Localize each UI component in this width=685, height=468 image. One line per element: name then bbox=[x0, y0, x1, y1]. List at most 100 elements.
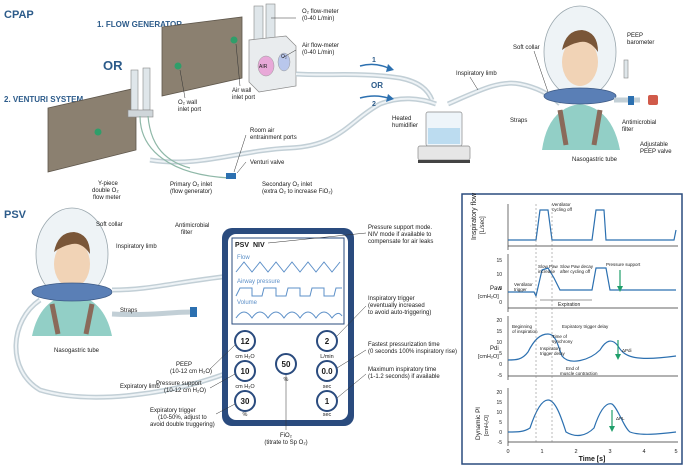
antimicrobial-filter-label-cpap: Antimicrobial bbox=[622, 120, 656, 126]
time-sync-annotation: Time of bbox=[552, 334, 568, 339]
screen-volume-wave bbox=[235, 311, 343, 319]
svg-text:[L/sec]: [L/sec] bbox=[480, 216, 486, 234]
svg-text:10: 10 bbox=[496, 272, 502, 278]
svg-text:(extra O₂ to increase FiO₂): (extra O₂ to increase FiO₂) bbox=[262, 189, 333, 195]
svg-text:1: 1 bbox=[325, 397, 330, 406]
insp-trigger-annotation: Inspiratory trigger bbox=[368, 296, 415, 302]
soft-collar-label-cpap: Soft collar bbox=[513, 45, 540, 51]
svg-text:filter: filter bbox=[622, 127, 633, 133]
peep-barometer-label: PEEP bbox=[627, 33, 643, 39]
psv-section-title: PSV bbox=[4, 209, 27, 221]
svg-text:2: 2 bbox=[372, 101, 376, 108]
svg-text:0: 0 bbox=[499, 362, 502, 368]
soft-collar-label-psv: Soft collar bbox=[96, 222, 123, 228]
knob-max-inspiratory-time[interactable]: 1 bbox=[316, 390, 338, 412]
svg-text:inlet port: inlet port bbox=[232, 95, 255, 101]
svg-text:3: 3 bbox=[608, 449, 611, 455]
slow-decay-annotation: Slow Paw decay bbox=[560, 264, 594, 269]
press-time-annotation: Fastest pressurization time bbox=[368, 342, 440, 348]
svg-text:trigger delay: trigger delay bbox=[540, 351, 566, 356]
air-wall-port-icon bbox=[230, 36, 238, 44]
svg-text:-5: -5 bbox=[498, 373, 503, 379]
svg-text:entrainment ports: entrainment ports bbox=[250, 135, 297, 141]
svg-text:10: 10 bbox=[496, 410, 502, 416]
svg-text:15: 15 bbox=[496, 329, 502, 335]
inspiratory-limb-label-psv: Inspiratory limb bbox=[116, 244, 157, 250]
or-small-label: OR bbox=[371, 81, 383, 90]
knob-pressurization-time[interactable]: 0.0 bbox=[316, 360, 338, 382]
nasogastric-label-cpap: Nasogastric tube bbox=[572, 157, 618, 163]
flow-generator-title: 1. FLOW GENERATOR bbox=[97, 20, 182, 29]
svg-text:trigger: trigger bbox=[514, 287, 527, 292]
knob-expiratory-trigger[interactable]: 30 bbox=[234, 390, 256, 412]
waveform-panel bbox=[461, 193, 683, 465]
antimicrobial-filter-icon-cpap bbox=[628, 96, 634, 105]
screen-pressure-wave bbox=[235, 287, 342, 297]
expiratory-limb-label: Expiratory limb bbox=[120, 384, 160, 390]
adjustable-peep-valve-icon bbox=[648, 95, 658, 105]
venturi-wall-port-icon bbox=[94, 128, 102, 136]
svg-text:1: 1 bbox=[372, 57, 376, 64]
svg-text:[cmH₂O]: [cmH₂O] bbox=[478, 294, 499, 300]
y-piece-flowmeter-icon bbox=[127, 67, 154, 118]
tube-flow-generator bbox=[295, 71, 435, 102]
waveform-pdi bbox=[507, 316, 678, 380]
svg-text:to avoid auto-triggering): to avoid auto-triggering) bbox=[368, 310, 431, 316]
svg-text:PEEP valve: PEEP valve bbox=[640, 149, 672, 155]
svg-text:-5: -5 bbox=[498, 440, 503, 446]
svg-text:(0 seconds 100% inspiratory ri: (0 seconds 100% inspiratory rise) bbox=[368, 349, 457, 355]
svg-text:12: 12 bbox=[241, 337, 250, 346]
svg-text:NIV mode if available to: NIV mode if available to bbox=[368, 232, 432, 238]
svg-text:filter: filter bbox=[181, 230, 192, 236]
room-air-label: Room air bbox=[250, 128, 274, 134]
peep-annotation: PEEP bbox=[176, 362, 192, 368]
ventilator-cycling-annotation: Ventilator bbox=[552, 202, 571, 207]
svg-text:barometer: barometer bbox=[627, 40, 654, 46]
o2-wall-inlet-label: O₂ wall bbox=[178, 100, 197, 106]
svg-text:muscle contraction: muscle contraction bbox=[560, 371, 598, 376]
knob-inspiratory-trigger[interactable]: 2 bbox=[316, 330, 338, 352]
svg-text:2: 2 bbox=[574, 449, 577, 455]
waveform-dynamic-pl bbox=[507, 388, 678, 446]
ylabel-paw-1: Paw bbox=[490, 286, 502, 292]
psv-patient-icon bbox=[31, 207, 113, 336]
svg-text:(10-12 cm H₂O): (10-12 cm H₂O) bbox=[164, 388, 206, 394]
slow-paw-annotation: Slow Paw bbox=[538, 264, 559, 269]
svg-text:double O₂: double O₂ bbox=[92, 188, 119, 194]
ventilator-trigger-annotation: Ventilator bbox=[514, 282, 533, 287]
route-1-arrow bbox=[359, 63, 389, 69]
svg-text:inlet port: inlet port bbox=[178, 107, 201, 113]
svg-text:10: 10 bbox=[241, 367, 250, 376]
adjustable-peep-label: Adjustable bbox=[640, 142, 669, 148]
svg-text:(flow generator): (flow generator) bbox=[170, 189, 212, 195]
svg-text:flow meter: flow meter bbox=[93, 195, 121, 201]
straps-label-psv: Straps bbox=[120, 308, 137, 314]
svg-text:10: 10 bbox=[496, 340, 502, 346]
svg-text:5: 5 bbox=[499, 420, 502, 426]
ylabel-pdi-1: Pdi bbox=[490, 346, 499, 352]
svg-text:(0-40 L/min): (0-40 L/min) bbox=[302, 50, 334, 56]
knob-peep[interactable]: 12 bbox=[234, 330, 256, 352]
svg-text:compensate for air leaks: compensate for air leaks bbox=[368, 239, 433, 245]
straps-label-cpap: Straps bbox=[510, 118, 527, 124]
venturi-valve-label: Venturi valve bbox=[250, 160, 285, 166]
antimicrobial-filter-icon-psv bbox=[190, 307, 197, 317]
svg-text:(eventually increased: (eventually increased bbox=[368, 303, 425, 309]
o2-wall-port-icon bbox=[174, 62, 182, 70]
svg-text:20: 20 bbox=[496, 318, 502, 324]
svg-text:1: 1 bbox=[540, 449, 543, 455]
svg-text:[cmH₂O]: [cmH₂O] bbox=[478, 354, 499, 360]
svg-text:4: 4 bbox=[642, 449, 645, 455]
fio2-annotation: FiO₂ bbox=[280, 433, 293, 439]
cpap-section-title: CPAP bbox=[4, 9, 34, 21]
ps-annotation: Pressure support bbox=[156, 381, 202, 387]
knob-fio2[interactable]: 50 bbox=[275, 353, 297, 375]
ylabel-dynamic-pl-1: Dynamic Pl bbox=[475, 407, 482, 440]
delta-pdi-annotation: ΔPdi bbox=[622, 348, 632, 353]
wall-panel-venturi bbox=[47, 87, 137, 173]
svg-text:0: 0 bbox=[506, 449, 509, 455]
route-2-arrow bbox=[359, 95, 389, 99]
knob-pressure-support[interactable]: 10 bbox=[234, 360, 256, 382]
antimicrobial-filter-label-psv: Antimicrobial bbox=[175, 223, 209, 229]
